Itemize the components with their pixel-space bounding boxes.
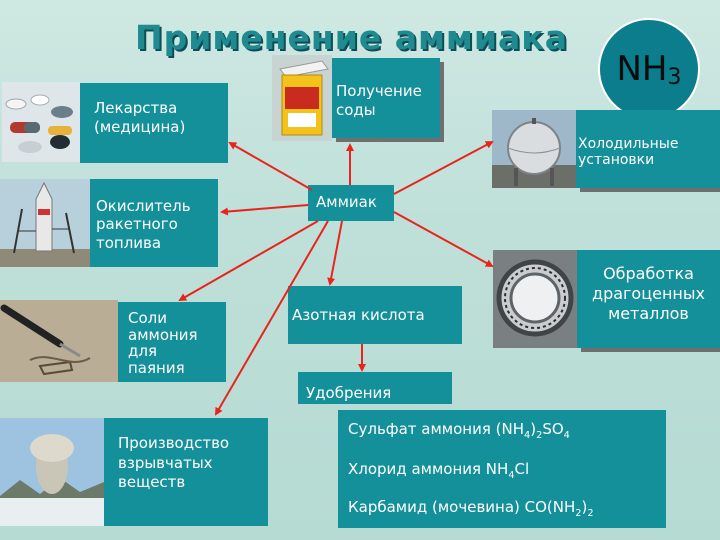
fertilizer-list: Сульфат аммония (NH4)2SO4 Хлорид аммония…	[338, 410, 666, 528]
rocket-image	[0, 179, 90, 267]
node-nitric-label: Азотная кислота	[292, 306, 425, 324]
node-fertilizers-label: Удобрения	[306, 384, 392, 402]
node-explosives: Производство взрывчатых веществ	[104, 418, 268, 526]
arrow-to-explosives	[214, 220, 329, 416]
jewelry-ring-image	[493, 250, 577, 348]
node-fuel: Окислитель ракетного топлива	[90, 179, 218, 267]
node-center: Аммиак	[308, 185, 394, 221]
arrow-to-fuel	[220, 204, 309, 216]
fertilizer-chloride: Хлорид аммония NH4Cl	[348, 460, 530, 481]
node-fuel-label: Окислитель ракетного топлива	[96, 197, 191, 252]
node-salts: Соли аммония для паяния	[118, 302, 226, 382]
spherical-tank-image	[492, 110, 576, 188]
node-fridge: Холодильные установки	[576, 110, 720, 188]
arrow-to-fridge	[393, 141, 494, 195]
node-medicine: Лекарства (медицина)	[80, 83, 228, 163]
node-fertilizers: Удобрения	[298, 372, 452, 404]
soldering-iron-image	[0, 300, 118, 382]
arrow-to-salts	[178, 220, 319, 301]
node-soda: Получение соды	[332, 58, 440, 138]
node-metals: Обработка драгоценных металлов	[577, 250, 720, 348]
formula-subscript: 3	[667, 64, 682, 90]
formula-base: NH	[616, 49, 668, 89]
soda-box-image	[272, 55, 332, 141]
arrow-to-nitric	[327, 220, 343, 286]
node-fridge-label: Холодильные установки	[578, 136, 679, 169]
arrow-to-metals	[393, 211, 494, 267]
node-explosives-label: Производство взрывчатых веществ	[118, 434, 230, 491]
fertilizer-urea: Карбамид (мочевина) CO(NH2)2	[348, 498, 594, 519]
fertilizer-sulfate: Сульфат аммония (NH4)2SO4	[348, 420, 570, 441]
arrow-to-medicine	[228, 142, 313, 191]
node-soda-label: Получение соды	[336, 82, 422, 119]
pills-image	[2, 82, 80, 162]
node-medicine-label: Лекарства (медицина)	[94, 99, 186, 136]
node-nitric: Азотная кислота	[288, 286, 462, 344]
node-metals-label: Обработка драгоценных металлов	[592, 264, 705, 323]
node-salts-label: Соли аммония для паяния	[128, 309, 198, 377]
explosion-image	[0, 418, 104, 526]
page-title: Применение аммиака	[135, 18, 568, 57]
node-center-label: Аммиак	[316, 193, 377, 211]
